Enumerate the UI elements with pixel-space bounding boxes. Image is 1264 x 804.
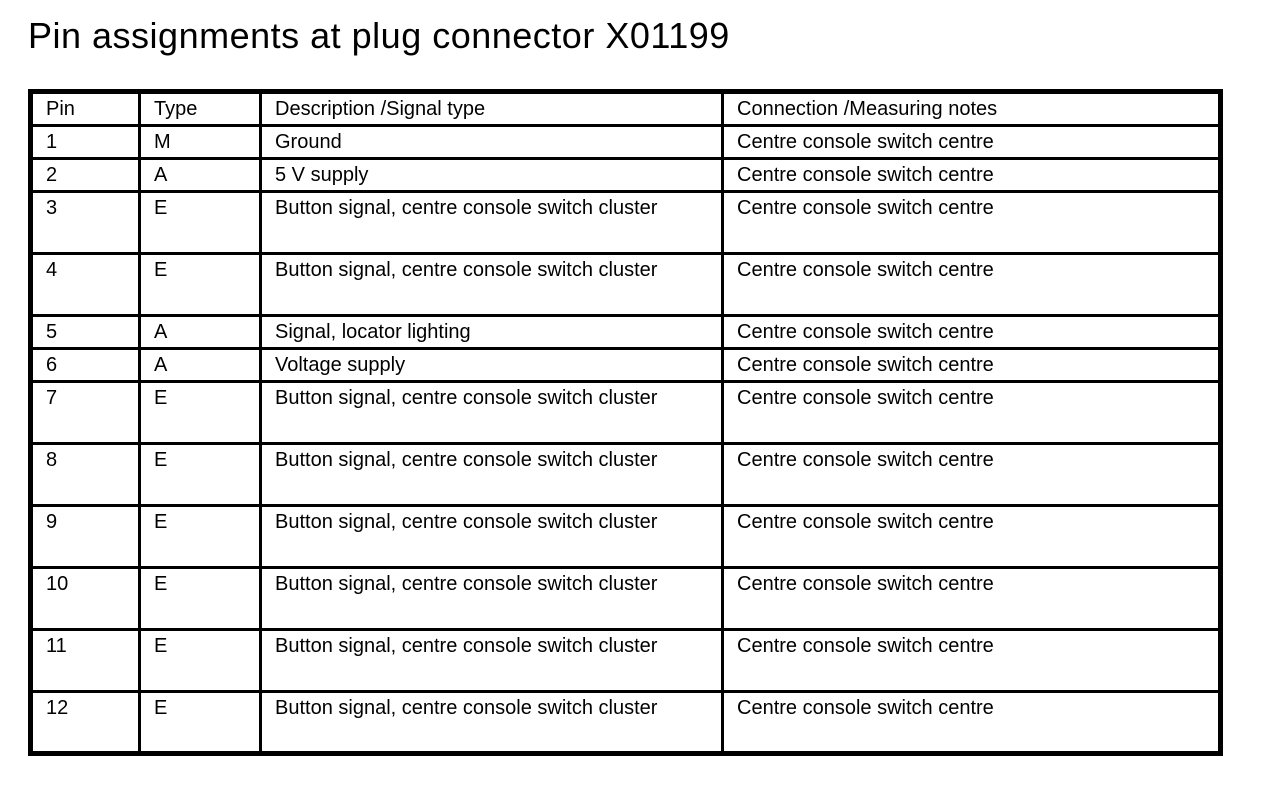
cell-pin: 9 (29, 504, 141, 569)
page-title: Pin assignments at plug connector X01199 (28, 15, 730, 56)
table-row: 1 M Ground Centre console switch centre (29, 124, 1222, 160)
cell-connection: Centre console switch centre (721, 124, 1222, 160)
cell-pin: 4 (29, 252, 141, 317)
cell-type: A (138, 157, 262, 193)
cell-connection: Centre console switch centre (721, 190, 1222, 255)
table-row: 6 A Voltage supply Centre console switch… (29, 347, 1222, 383)
cell-type: A (138, 314, 262, 350)
cell-pin: 7 (29, 380, 141, 445)
cell-pin: 1 (29, 124, 141, 160)
cell-connection: Centre console switch centre (721, 504, 1222, 569)
table-row: 2 A 5 V supply Centre console switch cen… (29, 157, 1222, 193)
table-row: 7 E Button signal, centre console switch… (29, 380, 1222, 445)
cell-connection: Centre console switch centre (721, 690, 1222, 755)
table-header: Pin Type Description /Signal type Connec… (29, 90, 1222, 127)
cell-description: Ground (259, 124, 724, 160)
cell-type: E (138, 628, 262, 693)
cell-description: Button signal, centre console switch clu… (259, 690, 724, 755)
cell-description: Button signal, centre console switch clu… (259, 628, 724, 693)
cell-connection: Centre console switch centre (721, 157, 1222, 193)
cell-type: E (138, 690, 262, 755)
column-header-description: Description /Signal type (259, 90, 724, 127)
column-header-pin: Pin (29, 90, 141, 127)
table-row: 5 A Signal, locator lighting Centre cons… (29, 314, 1222, 350)
table-row: 11 E Button signal, centre console switc… (29, 628, 1222, 693)
cell-connection: Centre console switch centre (721, 628, 1222, 693)
table-row: 8 E Button signal, centre console switch… (29, 442, 1222, 507)
cell-type: M (138, 124, 262, 160)
cell-pin: 3 (29, 190, 141, 255)
cell-pin: 11 (29, 628, 141, 693)
table-row: 9 E Button signal, centre console switch… (29, 504, 1222, 569)
cell-connection: Centre console switch centre (721, 380, 1222, 445)
cell-type: E (138, 252, 262, 317)
cell-type: E (138, 190, 262, 255)
cell-type: E (138, 442, 262, 507)
cell-connection: Centre console switch centre (721, 566, 1222, 631)
cell-connection: Centre console switch centre (721, 442, 1222, 507)
cell-connection: Centre console switch centre (721, 347, 1222, 383)
cell-type: E (138, 380, 262, 445)
cell-description: Button signal, centre console switch clu… (259, 380, 724, 445)
cell-description: Button signal, centre console switch clu… (259, 442, 724, 507)
cell-description: Signal, locator lighting (259, 314, 724, 350)
cell-pin: 6 (29, 347, 141, 383)
cell-description: Button signal, centre console switch clu… (259, 190, 724, 255)
table-body: 1 M Ground Centre console switch centre … (29, 124, 1222, 755)
table-row: 3 E Button signal, centre console switch… (29, 190, 1222, 255)
column-header-type: Type (138, 90, 262, 127)
cell-pin: 2 (29, 157, 141, 193)
cell-type: E (138, 566, 262, 631)
cell-description: Button signal, centre console switch clu… (259, 566, 724, 631)
cell-pin: 12 (29, 690, 141, 755)
table-row: 10 E Button signal, centre console switc… (29, 566, 1222, 631)
cell-pin: 10 (29, 566, 141, 631)
cell-type: A (138, 347, 262, 383)
cell-description: Button signal, centre console switch clu… (259, 252, 724, 317)
table-row: 4 E Button signal, centre console switch… (29, 252, 1222, 317)
cell-connection: Centre console switch centre (721, 314, 1222, 350)
column-header-connection: Connection /Measuring notes (721, 90, 1222, 127)
header-row: Pin Type Description /Signal type Connec… (29, 90, 1222, 127)
table-row: 12 E Button signal, centre console switc… (29, 690, 1222, 755)
cell-type: E (138, 504, 262, 569)
cell-pin: 8 (29, 442, 141, 507)
cell-description: Voltage supply (259, 347, 724, 383)
cell-description: 5 V supply (259, 157, 724, 193)
cell-description: Button signal, centre console switch clu… (259, 504, 724, 569)
pin-assignment-table: Pin Type Description /Signal type Connec… (28, 89, 1223, 756)
cell-pin: 5 (29, 314, 141, 350)
cell-connection: Centre console switch centre (721, 252, 1222, 317)
